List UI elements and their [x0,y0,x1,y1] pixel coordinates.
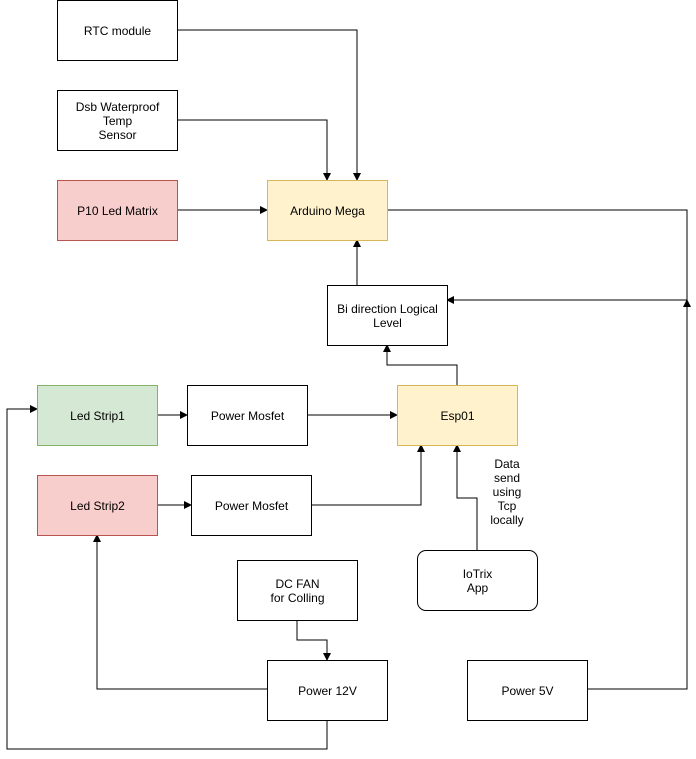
power-5v-node: Power 5V [467,660,588,721]
edge-label-app-esp: Data send using Tcp locally [490,457,524,527]
power-12v-label: Power 12V [298,683,357,698]
edge-12v-strip2 [93,534,267,690]
temp-sensor-label: Dsb Waterproof Temp Sensor [75,99,160,142]
arduino-mega-label: Arduino Mega [290,203,365,218]
edge-12v-strip1 [6,405,328,750]
arduino-mega-node: Arduino Mega [267,180,388,241]
rtc-module-node: RTC module [57,0,178,61]
power-mosfet1-node: Power Mosfet [187,385,308,446]
edge-fan-12v [296,620,331,661]
power-mosfet2-node: Power Mosfet [191,475,312,536]
iotrix-app-node: IoTrix App [417,550,538,611]
power-12v-node: Power 12V [267,660,388,721]
led-strip2-label: Led Strip2 [70,498,125,513]
edge-esp-logic [383,344,458,385]
led-matrix-label: P10 Led Matrix [77,203,158,218]
edge-arduino-rail [387,209,688,300]
rtc-module-label: RTC module [83,23,152,38]
edge-mosfet2-esp [311,444,425,506]
edge-app-esp [453,444,478,550]
power-mosfet2-label: Power Mosfet [214,498,289,513]
temp-sensor-node: Dsb Waterproof Temp Sensor [57,90,178,151]
edge-temp-arduino [177,119,331,181]
dc-fan-label: DC FAN for Colling [270,576,325,605]
edge-rtc-arduino [177,29,361,181]
power-mosfet1-label: Power Mosfet [210,408,285,423]
logic-level-label: Bi direction Logical Level [337,301,438,330]
led-strip2-node: Led Strip2 [37,475,158,536]
dc-fan-node: DC FAN for Colling [237,560,358,621]
led-matrix-node: P10 Led Matrix [57,180,178,241]
power-5v-label: Power 5V [501,683,554,698]
edge-5v-rail [587,299,691,690]
logic-level-node: Bi direction Logical Level [327,285,448,346]
esp01-node: Esp01 [397,385,518,446]
esp01-label: Esp01 [440,408,475,423]
iotrix-app-label: IoTrix App [462,566,493,595]
led-strip1-node: Led Strip1 [37,385,158,446]
led-strip1-label: Led Strip1 [70,408,125,423]
